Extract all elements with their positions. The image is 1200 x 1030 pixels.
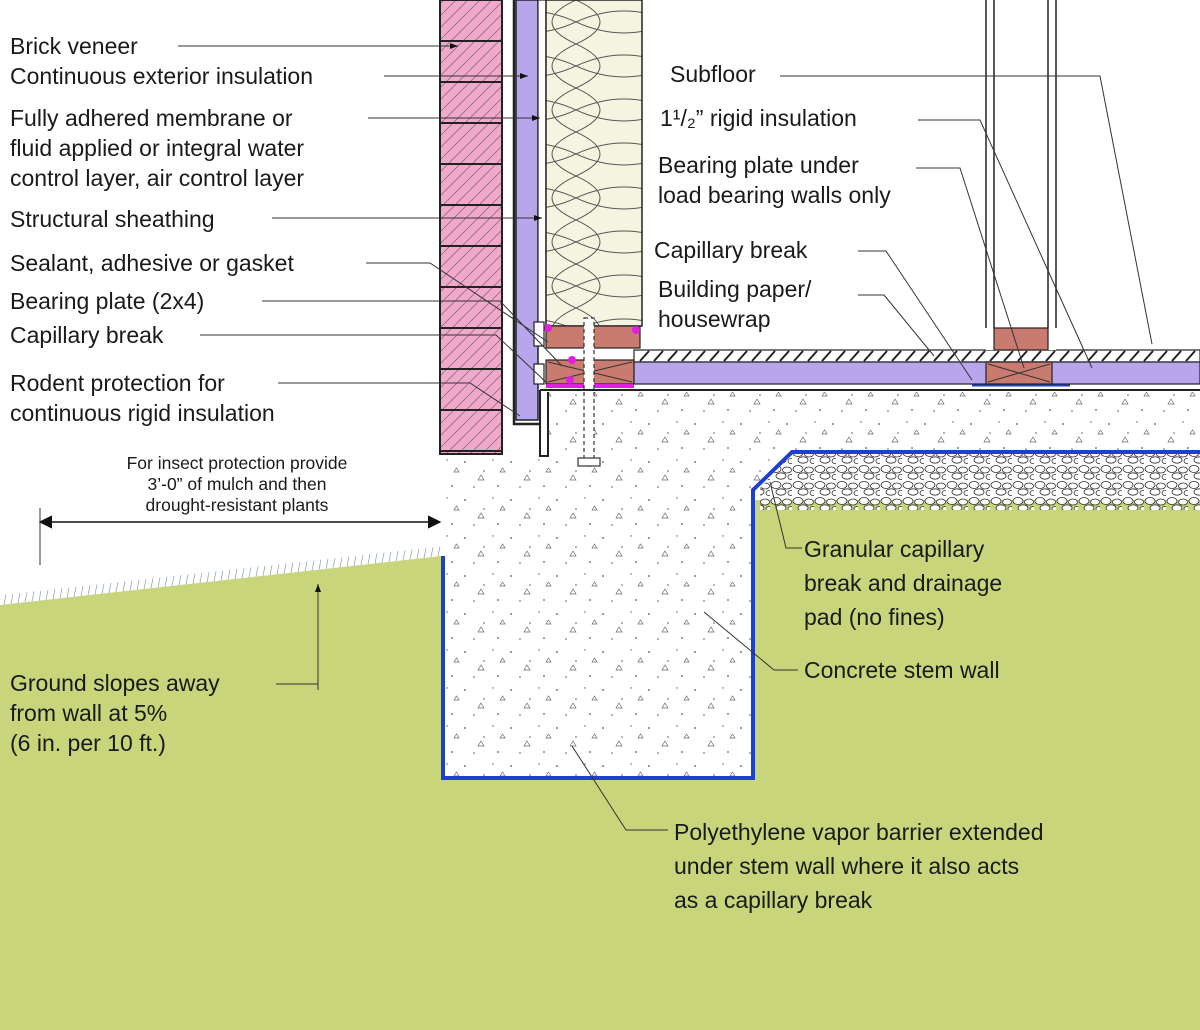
ground-fill (0, 556, 442, 1030)
label-bearing-plate: Bearing plate (2x4) (10, 288, 205, 314)
label-capillary-break-left: Capillary break (10, 322, 164, 348)
label-ground-slope: Ground slopes away from wall at 5% (6 in… (10, 670, 220, 756)
leader-lines (178, 45, 1153, 831)
label-exterior-insulation: Continuous exterior insulation (10, 63, 314, 89)
concrete-texture (442, 392, 1200, 778)
label-bearing-plate-under: Bearing plate under load bearing walls o… (658, 152, 891, 208)
rigid-insulation (633, 361, 1200, 385)
label-rodent-protection: Rodent protection for continuous rigid i… (10, 370, 275, 426)
label-sealant: Sealant, adhesive or gasket (10, 250, 294, 276)
label-granular: Granular capillary break and drainage pa… (804, 536, 1003, 630)
label-brick-veneer: Brick veneer (10, 33, 138, 59)
brick-courses (440, 0, 502, 452)
label-vapor-barrier: Polyethylene vapor barrier extended unde… (674, 819, 1044, 913)
leader-arrowheads (315, 43, 542, 592)
subfloor-hatch (639, 350, 1196, 362)
label-rigid-insulation: 1¹/₂” rigid insulation (660, 105, 857, 131)
label-building-paper: Building paper/ housewrap (658, 276, 812, 332)
interior-stud-wall (986, 0, 1056, 350)
grass-ticks (3, 546, 441, 605)
label-stem-wall: Concrete stem wall (804, 657, 1000, 683)
vapor-barrier-line (441, 450, 1200, 780)
anchor-bolt (583, 317, 595, 467)
granular-pad (760, 452, 1200, 510)
label-subfloor: Subfloor (670, 61, 756, 87)
label-insect-protection: For insect protection provide 3’-0” of m… (126, 453, 348, 515)
label-sheathing: Structural sheathing (10, 206, 215, 232)
label-membrane: Fully adhered membrane or fluid applied … (10, 105, 305, 191)
brick-veneer-hatch (440, 0, 502, 454)
structural-sheathing (537, 0, 547, 331)
interior-plate (993, 327, 1049, 351)
label-capillary-break-right: Capillary break (654, 237, 808, 263)
